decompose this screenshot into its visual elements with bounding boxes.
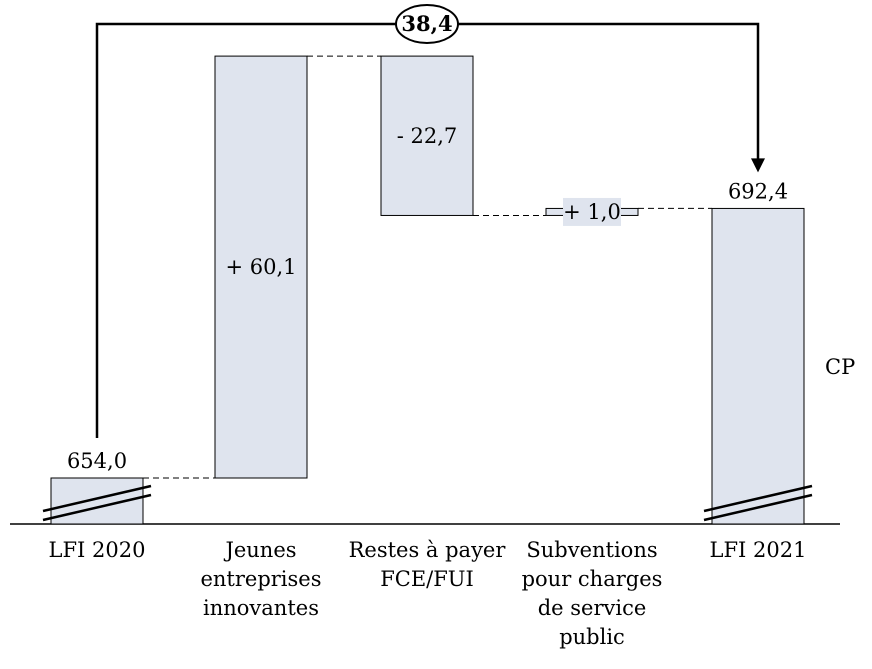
bar-value-label-2: - 22,7 xyxy=(397,124,458,148)
category-label-2: FCE/FUI xyxy=(380,567,474,591)
category-label-4: LFI 2021 xyxy=(710,538,807,562)
category-label-1: innovantes xyxy=(203,596,319,620)
category-label-3: Subventions xyxy=(526,538,657,562)
category-label-1: entreprises xyxy=(200,567,321,591)
axis-break-mark xyxy=(703,484,813,513)
category-label-3: de service xyxy=(538,596,647,620)
category-label-0: LFI 2020 xyxy=(49,538,146,562)
category-label-2: Restes à payer xyxy=(349,538,507,562)
total-change-label: 38,4 xyxy=(401,11,452,36)
axis-break-mark xyxy=(703,493,813,522)
category-label-3: pour charges xyxy=(522,567,663,591)
bar-2 xyxy=(380,55,474,216)
bar-value-label-1: + 60,1 xyxy=(225,255,296,279)
bar-4 xyxy=(711,207,805,525)
arrowhead-icon xyxy=(751,158,765,173)
category-label-3: public xyxy=(559,625,625,649)
axis-break-mark xyxy=(42,493,152,522)
bar-value-label-4: 692,4 xyxy=(728,179,788,203)
category-label-1: Jeunes xyxy=(223,538,296,562)
unit-label-cp: CP xyxy=(825,355,855,379)
total-change-badge xyxy=(395,4,459,44)
bar-label-box-3 xyxy=(563,197,621,226)
bar-value-label-3: + 1,0 xyxy=(563,200,621,224)
bar-value-label-0: 654,0 xyxy=(67,449,127,473)
bar-1 xyxy=(214,55,308,479)
axis-break-mark xyxy=(42,484,152,513)
